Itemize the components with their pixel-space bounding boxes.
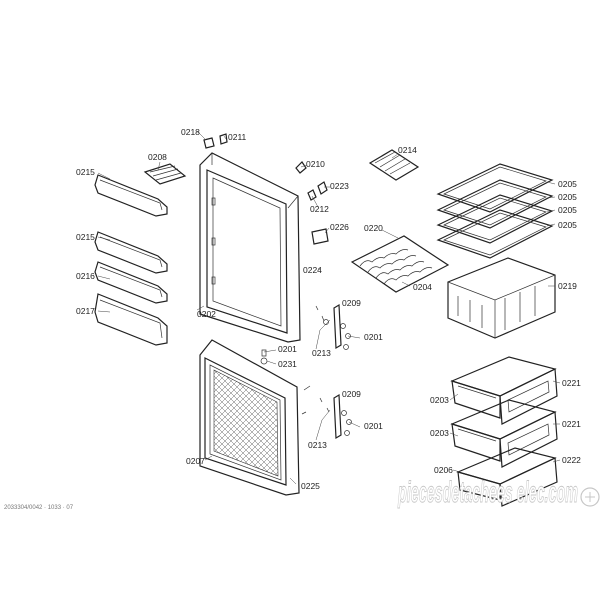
glass-shelf-0205-2 <box>436 179 554 229</box>
drawer-front-0221-upper <box>499 368 558 425</box>
label-0220: 0220 <box>364 223 383 233</box>
door-handle-0209-upper <box>315 303 351 350</box>
wine-rack-0204 <box>350 235 450 293</box>
label-0201-middle: 0201 <box>278 344 297 354</box>
hinge-part-0223 <box>317 181 328 195</box>
ice-tray-0214 <box>368 149 420 181</box>
drawer-front-0222 <box>499 457 558 507</box>
upper-door-0202 <box>199 152 301 343</box>
label-0209-lower: 0209 <box>342 389 361 399</box>
glass-shelf-0205-1 <box>436 163 554 213</box>
label-0209-upper: 0209 <box>342 298 361 308</box>
label-0224: 0224 <box>303 265 322 275</box>
label-0221-upper: 0221 <box>562 378 581 388</box>
label-0201-upper: 0201 <box>364 332 383 342</box>
label-0214: 0214 <box>398 145 417 155</box>
egg-tray <box>143 163 187 185</box>
door-handle-0209-lower <box>301 385 352 440</box>
label-0205-1: 0205 <box>558 179 577 189</box>
glass-shelf-0205-4 <box>436 209 554 259</box>
label-0221-lower: 0221 <box>562 419 581 429</box>
label-0218: 0218 <box>181 127 200 137</box>
flap-0226 <box>311 228 329 245</box>
label-0216: 0216 <box>76 271 95 281</box>
label-0213-upper: 0213 <box>312 348 331 358</box>
label-0205-4: 0205 <box>558 220 577 230</box>
hinge-part-0210 <box>295 161 307 174</box>
label-0203-lower: 0203 <box>430 428 449 438</box>
door-bin-0215-top <box>94 174 168 217</box>
hinge-clip-0211 <box>219 133 228 145</box>
leader-lines <box>97 130 561 485</box>
label-0203-upper: 0203 <box>430 395 449 405</box>
label-0204: 0204 <box>413 282 432 292</box>
door-bin-0216 <box>94 261 168 304</box>
hinge-clip-0218 <box>203 137 215 149</box>
label-0219: 0219 <box>558 281 577 291</box>
freezer-drawer-0203-lower <box>450 399 557 462</box>
label-0201-lower: 0201 <box>364 421 383 431</box>
logo-mark-icon <box>580 487 600 507</box>
spacer-0231 <box>260 349 268 365</box>
freezer-drawer-0203-upper <box>450 356 557 419</box>
label-0208: 0208 <box>148 152 167 162</box>
crisper-0219 <box>447 257 556 339</box>
label-0223: 0223 <box>330 181 349 191</box>
footer-code: 2033304/0042 · 1033 · 07 <box>4 505 74 511</box>
hinge-part-0212 <box>307 189 317 201</box>
label-0205-2: 0205 <box>558 192 577 202</box>
label-0225: 0225 <box>301 481 320 491</box>
label-0211: 0211 <box>228 132 247 142</box>
label-0210: 0210 <box>306 159 325 169</box>
lower-door-shelf-grid <box>213 369 279 477</box>
label-0212: 0212 <box>310 204 329 214</box>
watermark-text: piecesdetachees elec.com <box>398 476 578 509</box>
label-0215-top: 0215 <box>76 167 95 177</box>
label-0206: 0206 <box>434 465 453 475</box>
door-bin-0217 <box>94 293 168 346</box>
label-0222: 0222 <box>562 455 581 465</box>
label-0205-3: 0205 <box>558 205 577 215</box>
watermark: piecesdetachees elec.com <box>397 476 600 509</box>
label-0226: 0226 <box>330 222 349 232</box>
lower-door-0207 <box>199 339 300 496</box>
label-0231: 0231 <box>278 359 297 369</box>
label-0207: 0207 <box>186 456 205 466</box>
label-0213-lower: 0213 <box>308 440 327 450</box>
label-0217: 0217 <box>76 306 95 316</box>
label-0215-middle: 0215 <box>76 232 95 242</box>
label-0202: 0202 <box>197 309 216 319</box>
door-bin-0215-middle <box>94 231 168 274</box>
